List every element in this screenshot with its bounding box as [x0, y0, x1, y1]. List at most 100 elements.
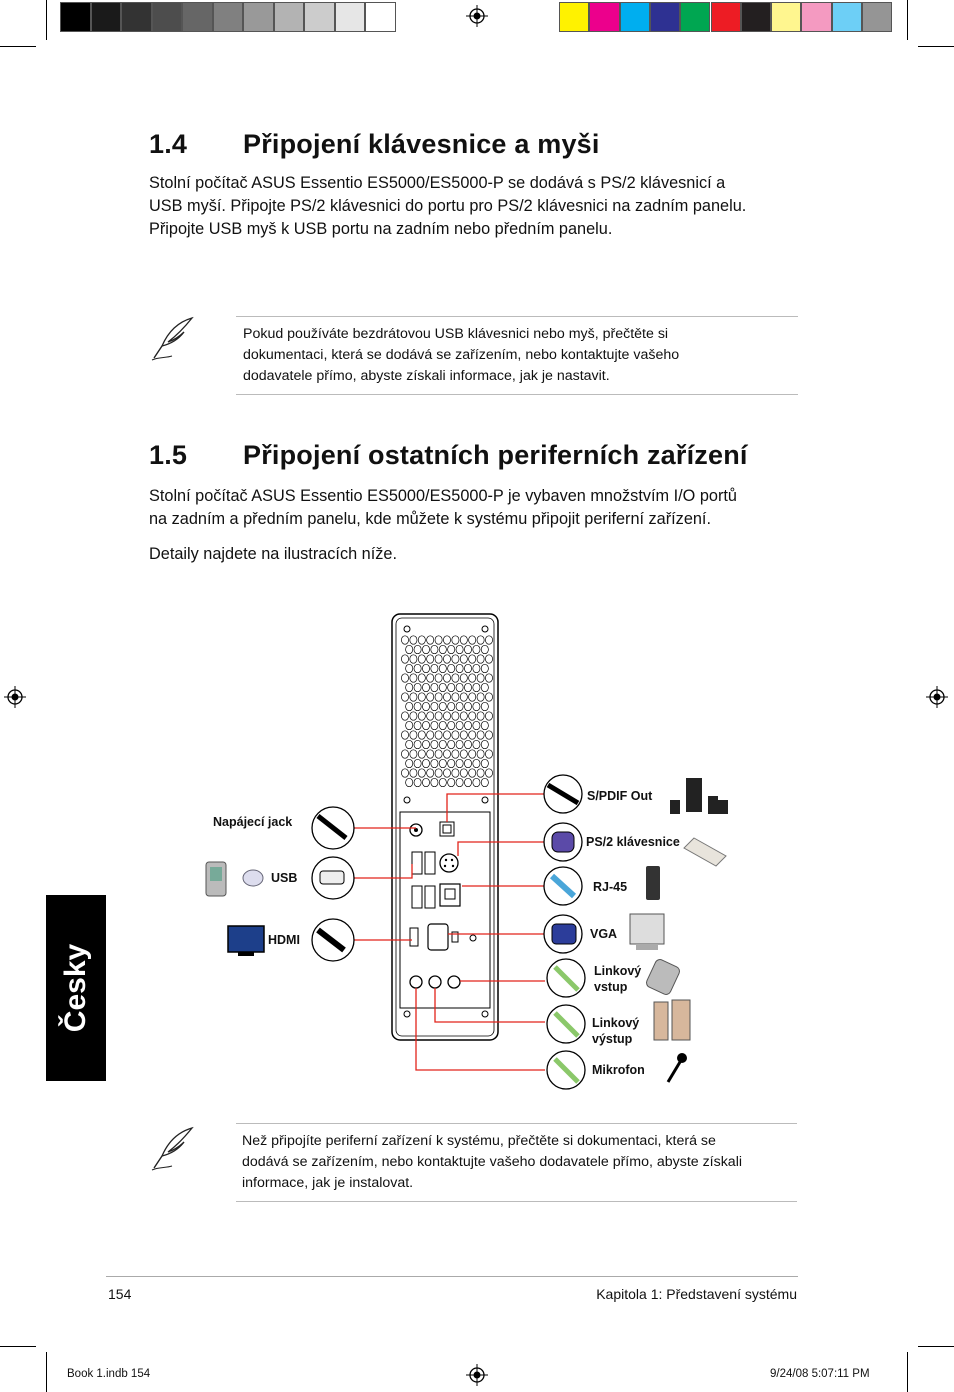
vent-hole: [480, 644, 489, 655]
label-line-in: Linkový vstup: [594, 963, 641, 995]
color-swatch: [862, 2, 893, 32]
vent-hole: [443, 768, 451, 778]
vent-hole: [459, 749, 468, 759]
vent-hole: [476, 654, 485, 664]
vent-hole: [443, 730, 451, 740]
language-label: Česky: [59, 943, 92, 1033]
vent-hole: [455, 739, 464, 750]
vent-hole: [409, 673, 418, 683]
vent-hole: [405, 644, 414, 655]
vent-hole: [426, 768, 435, 778]
vent-hole: [413, 701, 422, 712]
vent-hole: [434, 730, 443, 740]
modem-icon: [646, 866, 660, 900]
vent-hole: [476, 692, 485, 702]
vent-hole: [451, 749, 460, 759]
label-spdif-out: S/PDIF Out: [587, 789, 653, 803]
vent-hole: [459, 730, 468, 740]
vent-hole: [426, 711, 435, 721]
vent-hole: [476, 635, 485, 645]
vent-hole: [468, 692, 477, 702]
color-swatch: [649, 2, 681, 32]
vent-hole: [468, 711, 477, 721]
vent-hole: [409, 635, 418, 645]
note-text: Pokud používáte bezdrátovou USB klávesni…: [243, 324, 793, 387]
vent-hole: [443, 673, 451, 683]
label-hdmi: HDMI: [268, 933, 300, 947]
vent-hole: [480, 720, 489, 731]
vent-hole: [434, 654, 443, 664]
color-swatch: [589, 2, 620, 32]
vent-hole: [455, 777, 464, 788]
note-box: [236, 1123, 797, 1202]
vent-hole: [459, 673, 468, 683]
color-swatch: [151, 2, 182, 32]
vent-hole: [443, 692, 451, 702]
color-swatch: [710, 2, 741, 32]
vent-hole: [413, 758, 422, 769]
vent-hole: [434, 673, 443, 683]
vent-hole: [468, 768, 477, 778]
vent-hole: [438, 644, 447, 655]
vent-hole: [430, 758, 439, 769]
vent-hole: [443, 654, 451, 664]
vent-hole: [447, 682, 456, 693]
vent-hole: [455, 720, 464, 731]
vent-hole: [409, 768, 418, 778]
color-swatch: [212, 2, 243, 32]
section-heading-1-4: 1.4 Připojení klávesnice a myši: [149, 129, 749, 163]
vent-hole: [447, 739, 456, 750]
vent-hole: [451, 635, 460, 645]
vent-hole: [485, 730, 493, 740]
speaker-icon: [653, 999, 691, 1041]
registration-mark-icon: [466, 1364, 488, 1386]
note-feather-icon: [151, 316, 194, 361]
color-swatch: [243, 2, 274, 32]
vent-hole: [430, 644, 439, 655]
vent-hole: [472, 720, 481, 731]
label-ps2-keyboard: PS/2 klávesnice: [586, 835, 680, 849]
label-line-out: Linkový výstup: [592, 1015, 639, 1047]
vent-hole: [476, 749, 485, 759]
diagram-graphic: [205, 613, 728, 1090]
vent-hole: [422, 777, 430, 788]
vent-hole: [455, 682, 464, 693]
vent-hole: [426, 635, 435, 645]
vent-hole: [443, 749, 451, 759]
vent-hole: [417, 692, 426, 702]
monitor-icon: [629, 913, 665, 950]
vent-hole: [409, 692, 418, 702]
vent-hole: [480, 739, 489, 750]
vent-hole: [417, 711, 426, 721]
vent-hole: [417, 730, 426, 740]
vent-hole: [438, 758, 447, 769]
vent-hole: [434, 749, 443, 759]
vent-hole: [451, 711, 460, 721]
vent-hole: [405, 682, 414, 693]
print-slug-file: Book 1.indb 154: [67, 1368, 151, 1380]
label-line: Linkový: [594, 964, 642, 978]
note-box: [236, 316, 798, 395]
paragraph-line: Stolní počítač ASUS Essentio ES5000/ES50…: [149, 487, 737, 505]
vent-hole: [438, 663, 447, 674]
vent-hole: [422, 739, 430, 750]
registration-mark-icon: [926, 686, 948, 708]
color-swatch: [559, 2, 590, 32]
note-line: informace, jak je instalovat.: [242, 1175, 414, 1191]
mp3-player-icon: [646, 959, 680, 995]
vent-hole: [434, 711, 443, 721]
print-slug-datetime: 9/24/08 5:07:11 PM: [770, 1368, 870, 1380]
vent-hole: [422, 682, 430, 693]
vent-hole: [438, 701, 447, 712]
vent-hole: [464, 758, 472, 769]
vent-hole: [401, 635, 409, 645]
vent-hole: [401, 654, 409, 664]
vent-hole: [434, 768, 443, 778]
section-title: Připojení klávesnice a myši: [243, 129, 600, 159]
color-swatch: [90, 2, 121, 32]
crop-mark: [907, 1352, 908, 1392]
vent-hole: [476, 730, 485, 740]
vent-hole: [438, 720, 447, 731]
section-number: 1.5: [149, 440, 188, 470]
section-heading-1-5: 1.5 Připojení ostatních periferních zaří…: [149, 440, 849, 474]
